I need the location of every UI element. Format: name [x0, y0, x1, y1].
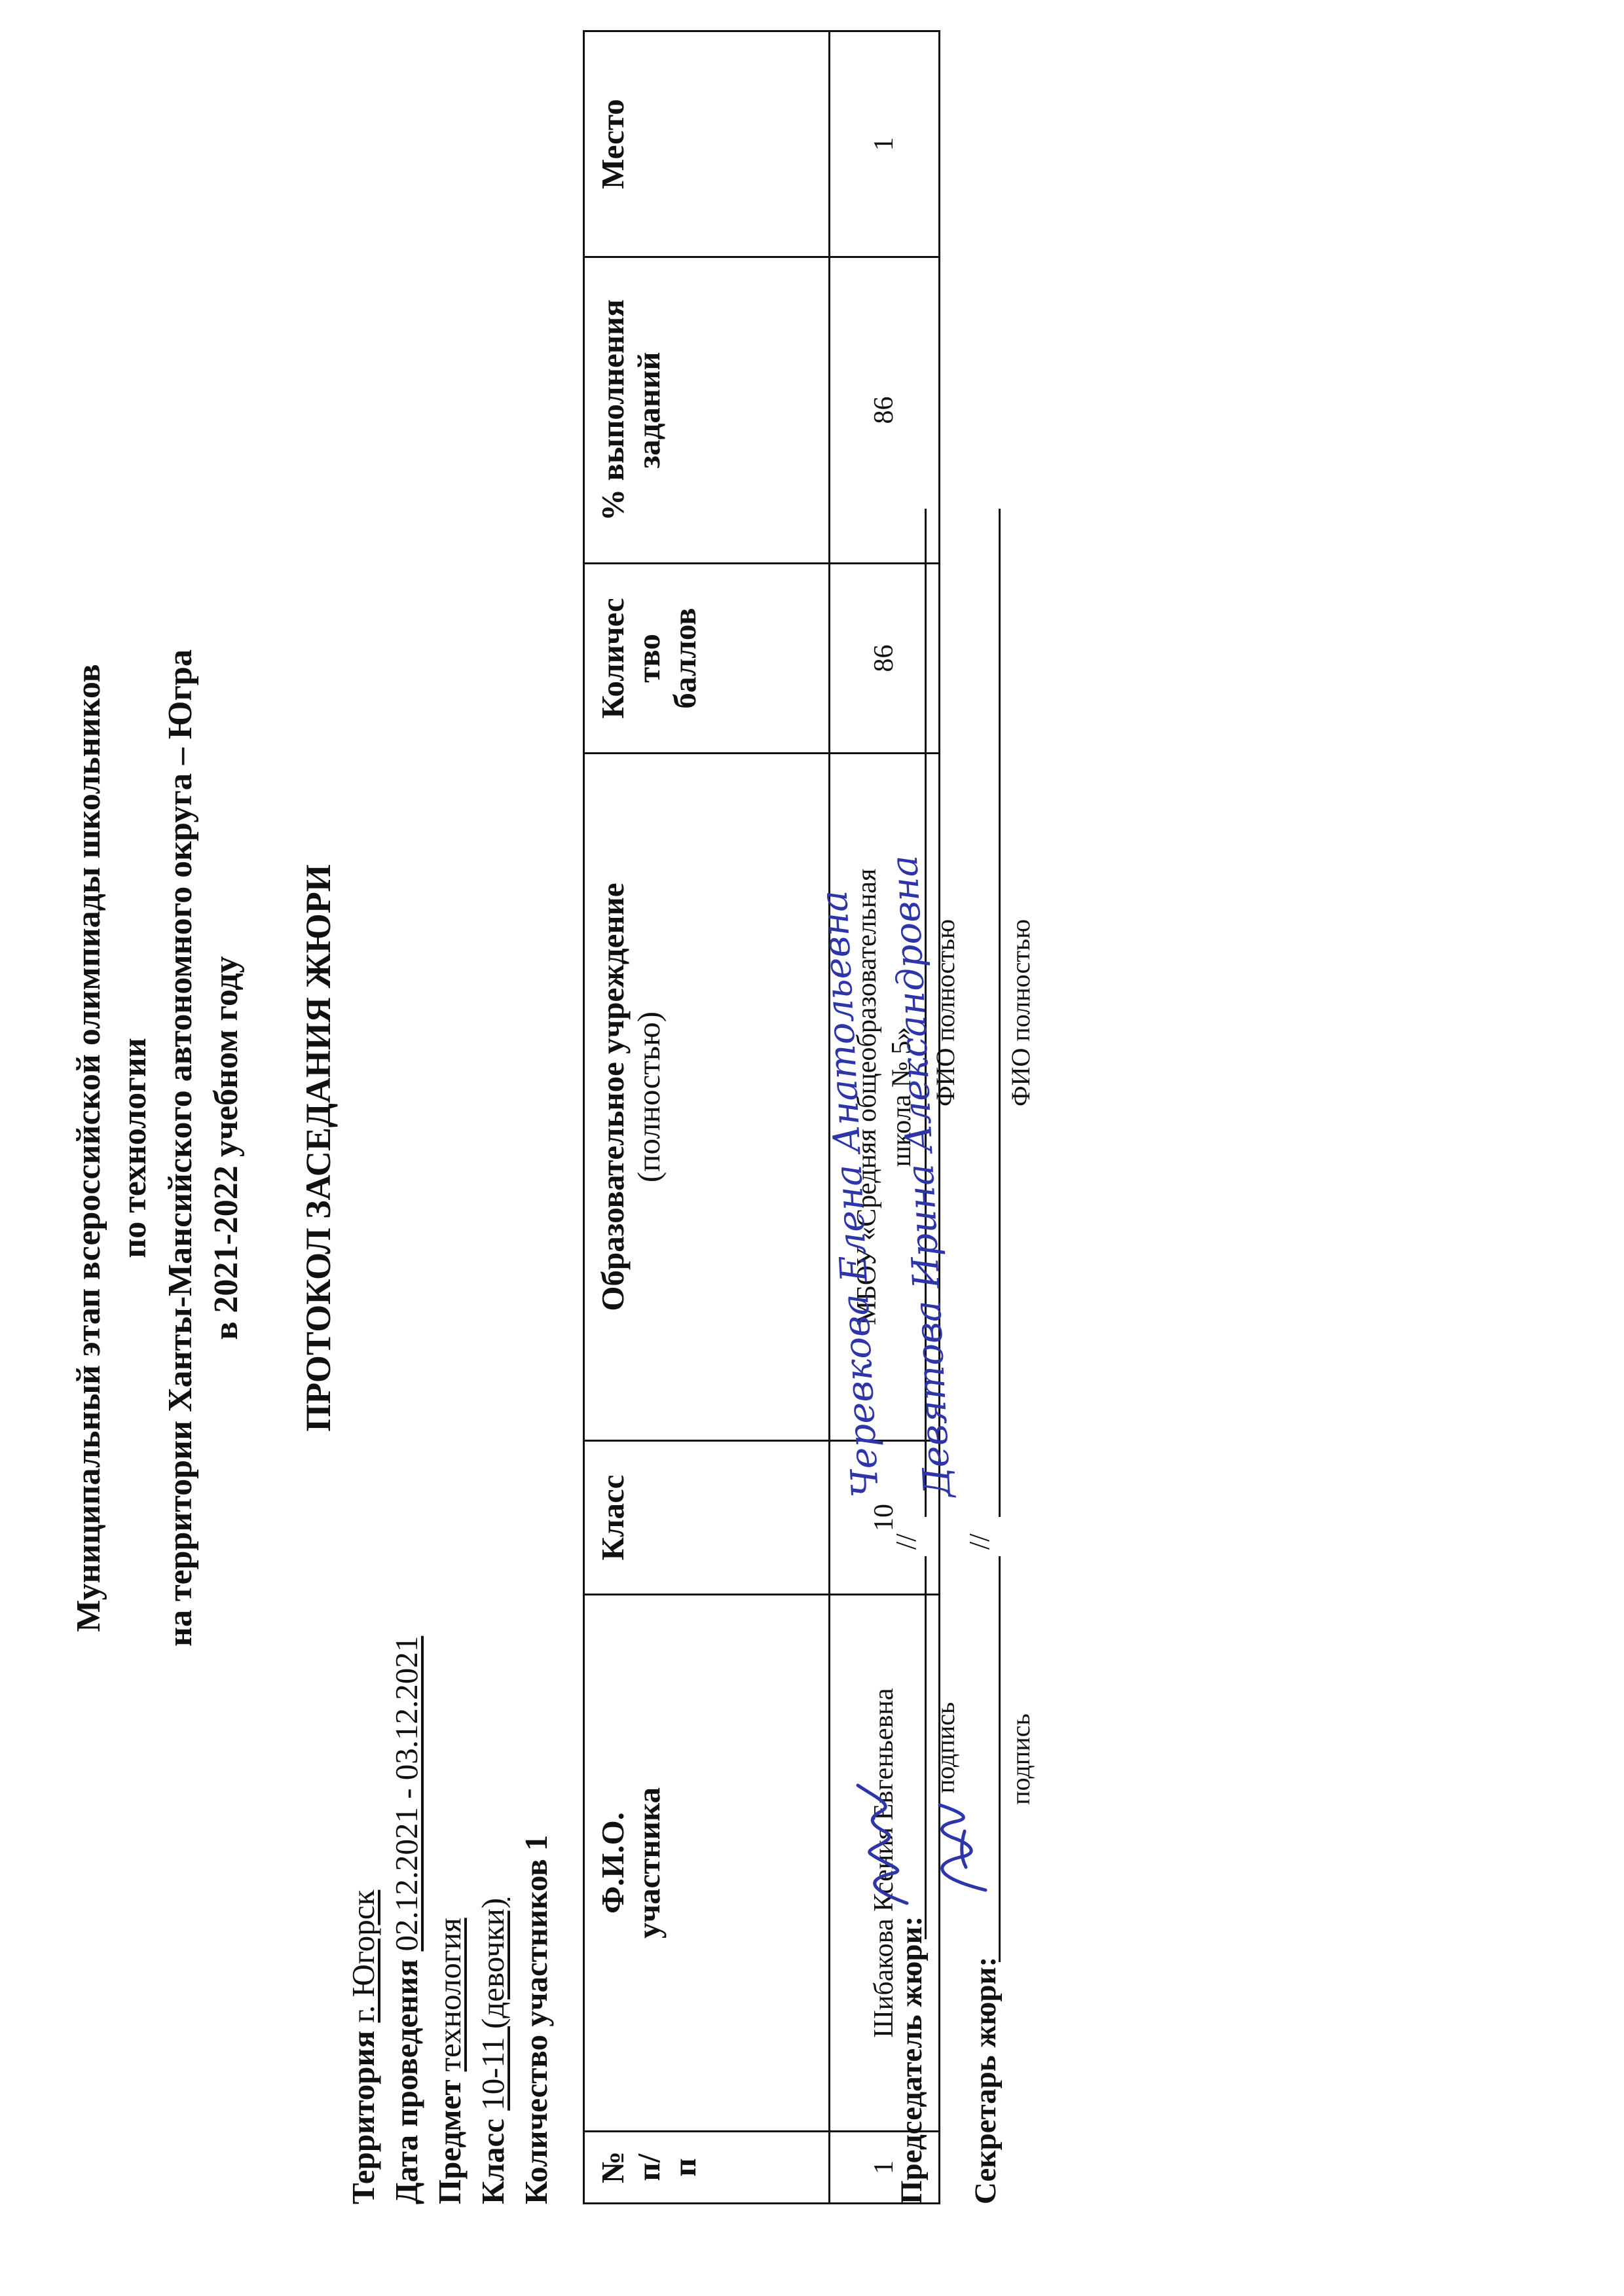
col-header-num-2: п/ [630, 2153, 667, 2181]
class-value: 10-11 (девочки) [475, 1897, 511, 2111]
col-header-school-sub: (полностью) [630, 1011, 667, 1183]
col-header-score: Количес тво баллов [583, 563, 830, 754]
date-value: 02.12.2021 - 03.12.2021 [388, 1635, 424, 1952]
class-label: Класс [475, 2118, 511, 2204]
chair-label: Председатель жюри: [895, 1916, 929, 2204]
subject-line: Предмет технология [432, 1918, 468, 2204]
col-header-score-2: тво [630, 634, 667, 683]
col-header-school-main: Образовательное учреждение [595, 883, 631, 1311]
subject-label: Предмет [432, 2079, 468, 2204]
date-label: Дата проведения [388, 1959, 424, 2204]
col-header-class: Класс [583, 1440, 830, 1595]
col-header-percent-1: % выполнения [595, 299, 631, 521]
territory-line: Территория г. Югорск [345, 1889, 381, 2204]
header-line-4: в 2021-2022 учебном году [208, 956, 245, 1340]
secretary-label: Секретарь жюри: [969, 1956, 1003, 2204]
cell-place: 1 [829, 31, 940, 257]
date-line: Дата проведения 02.12.2021 - 03.12.2021 [388, 1635, 424, 2204]
secretary-signature-scribble [938, 1803, 987, 1892]
secretary-name-line [969, 509, 1001, 1517]
participants-count-label: Количество участников [518, 1859, 554, 2204]
secretary-separator: // [963, 1533, 995, 1550]
col-header-percent-2: заданий [630, 352, 667, 469]
participants-count-line: Количество участников 1 [518, 1834, 554, 2204]
subject-value: технология [432, 1918, 468, 2072]
header-line-2: по технологии [116, 1038, 153, 1258]
col-header-fio-1: Ф.И.О. [595, 1812, 631, 1914]
header-line-3: на территории Ханты-Мансийского автономн… [162, 649, 199, 1647]
participants-count-value: 1 [518, 1834, 554, 1851]
col-header-score-1: Количес [595, 598, 631, 719]
table-header-row: № п/ п Ф.И.О. участника Класс Образовате… [583, 31, 830, 2204]
col-header-num: № п/ п [583, 2131, 830, 2204]
col-header-fio-2: участника [630, 1787, 667, 1939]
col-header-place: Место [583, 31, 830, 257]
col-header-fio: Ф.И.О. участника [583, 1594, 830, 2132]
col-header-num-1: № [595, 2151, 631, 2184]
secretary-signature-caption: подпись [1006, 1713, 1035, 1805]
header-line-1: Муниципальный этап всероссийской олимпиа… [70, 664, 107, 1632]
territory-value: г. Югорск [345, 1889, 381, 2023]
col-header-percent: % выполнения заданий [583, 257, 830, 564]
territory-label: Территория [345, 2030, 381, 2204]
col-header-school: Образовательное учреждение (полностью) [583, 753, 830, 1441]
col-header-score-3: баллов [666, 608, 703, 709]
document-title: ПРОТОКОЛ ЗАСЕДАНИЯ ЖЮРИ [299, 864, 338, 1432]
secretary-fio-caption: ФИО полностью [1006, 919, 1035, 1106]
chair-signature-scribble [856, 1783, 909, 1905]
class-line: Класс 10-11 (девочки) [475, 1897, 511, 2204]
col-header-num-3: п [666, 2158, 703, 2177]
chair-separator: // [890, 1533, 922, 1550]
